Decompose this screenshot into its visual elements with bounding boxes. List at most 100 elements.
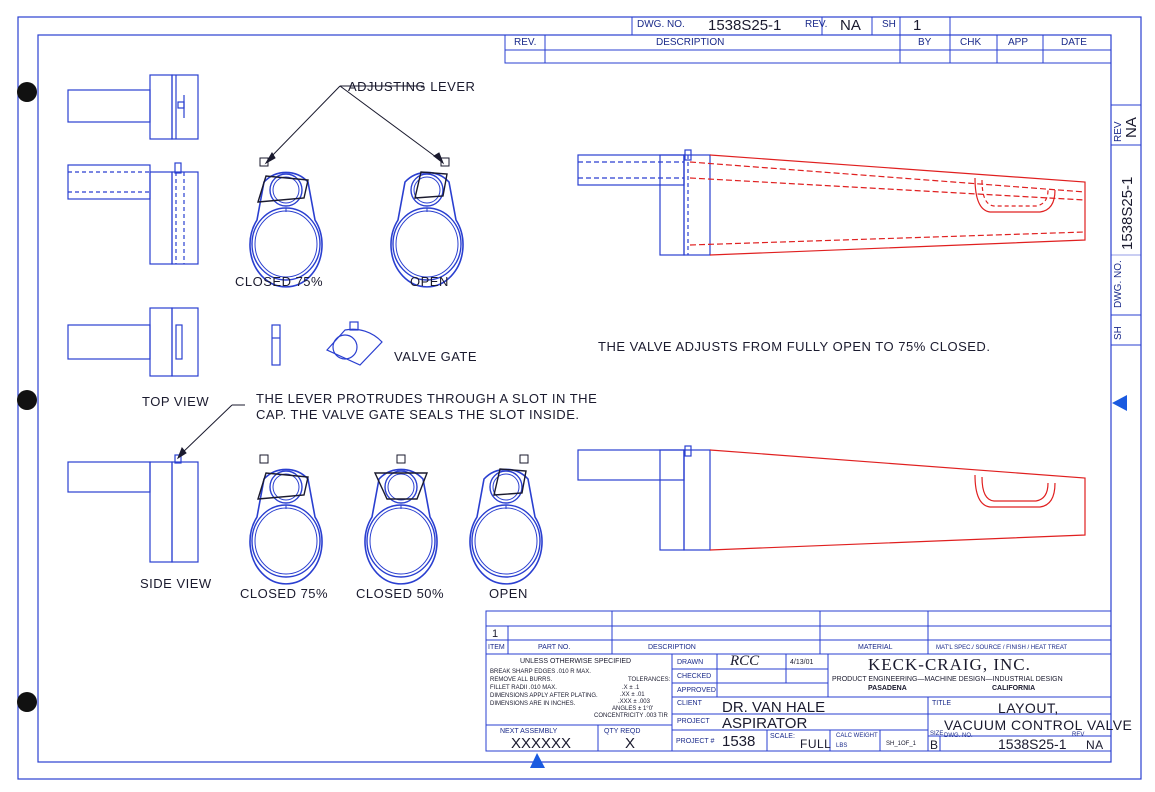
- tb-client-label: CLIENT: [677, 700, 702, 707]
- tb-dwg-no: 1538S25-1: [998, 736, 1067, 752]
- tb-material-label: MATERIAL: [858, 644, 893, 651]
- tb-city: PASADENA: [868, 685, 907, 692]
- tb-company-tagline: PRODUCT ENGINEERING—MACHINE DESIGN—INDUS…: [832, 676, 1063, 683]
- closed-50-drawing: [364, 454, 438, 585]
- header-dwg-no-label: DWG. NO.: [637, 19, 685, 30]
- side-dwg-no-label: DWG. NO.: [1113, 260, 1124, 308]
- label-valve-note: THE VALVE ADJUSTS FROM FULLY OPEN TO 75%…: [598, 339, 991, 354]
- tb-dwg-no-label: DWG. NO.: [944, 733, 973, 739]
- header-sheet: 1: [913, 17, 922, 34]
- closed-75-bottom-drawing: [249, 454, 323, 585]
- rev-col-rev: REV.: [514, 37, 537, 48]
- tb-tolerances-label: TOLERANCES:: [628, 677, 671, 683]
- tb-qty: X: [625, 735, 636, 752]
- rev-col-date: DATE: [1061, 37, 1087, 48]
- tb-project-label: PROJECT: [677, 718, 710, 725]
- open-top-drawing: [390, 157, 464, 288]
- tb-client: DR. VAN HALE: [722, 699, 826, 716]
- tb-drawn-label: DRAWN: [677, 659, 704, 666]
- slot-leader: [176, 404, 245, 460]
- side-rev: NA: [1123, 117, 1140, 138]
- tb-size: B: [930, 738, 939, 752]
- tb-note-4: DIMENSIONS APPLY AFTER PLATING.: [490, 693, 598, 699]
- tb-lbs-label: LBS: [836, 743, 848, 749]
- valve-assembly-lower: [577, 445, 1086, 551]
- label-lever-note-1: THE LEVER PROTRUDES THROUGH A SLOT IN TH…: [256, 391, 598, 406]
- tb-tol-4: ANGLES ± 1°0': [612, 706, 654, 712]
- tb-scale-label: SCALE:: [770, 733, 795, 740]
- label-closed-75-bottom: CLOSED 75%: [240, 586, 329, 601]
- tb-project: ASPIRATOR: [722, 715, 808, 732]
- tb-item-label: ITEM: [488, 644, 505, 651]
- tb-tol-5: CONCENTRICITY .003 TIR: [594, 713, 668, 719]
- label-lever-note-2: CAP. THE VALVE GATE SEALS THE SLOT INSID…: [256, 407, 580, 422]
- tb-tol-3: .XXX ± .003: [618, 699, 650, 705]
- label-top-view: TOP VIEW: [142, 394, 210, 409]
- valve-assembly-upper: [577, 149, 1086, 256]
- tb-title-line2: VACUUM CONTROL VALVE: [944, 717, 1133, 733]
- tb-checked-label: CHECKED: [677, 673, 712, 680]
- rev-col-description: DESCRIPTION: [656, 37, 725, 48]
- tb-title-line1: LAYOUT,: [998, 700, 1059, 716]
- tb-tol-2: .XX ± .01: [620, 692, 645, 698]
- rev-col-by: BY: [918, 37, 932, 48]
- top-view-drawing: [67, 307, 199, 377]
- tb-qty-label: QTY REQD: [604, 728, 641, 735]
- tb-approved-label: APPROVED: [677, 687, 716, 694]
- label-open-bottom: OPEN: [489, 586, 528, 601]
- rev-col-chk: CHK: [960, 37, 982, 48]
- open-bottom-drawing: [469, 454, 543, 585]
- header-rev: NA: [840, 17, 861, 34]
- tb-matl-spec-label: MAT'L SPEC./ SOURCE / FINISH / HEAT TREA…: [936, 645, 1068, 651]
- label-side-view: SIDE VIEW: [140, 576, 212, 591]
- tb-note-2: REMOVE ALL BURRS.: [490, 677, 553, 683]
- side-sh-label: SH: [1113, 326, 1124, 340]
- center-marker-right: [1112, 395, 1127, 411]
- label-open-top: OPEN: [410, 274, 449, 289]
- label-adjusting-lever: ADJUSTING LEVER: [348, 79, 476, 94]
- binder-hole-1: [17, 82, 37, 102]
- tb-calc-weight-label: CALC WEIGHT: [836, 733, 878, 739]
- tb-note-1: BREAK SHARP EDGES .010 R MAX.: [490, 669, 591, 675]
- tb-part-no-label: PART NO.: [538, 644, 571, 651]
- tb-item-no: 1: [492, 628, 499, 640]
- valve-gate-drawing: [271, 321, 383, 366]
- label-valve-gate: VALVE GATE: [394, 349, 478, 364]
- tb-scale: FULL: [800, 737, 832, 751]
- tb-title-label: TITLE: [932, 700, 952, 707]
- tb-drawn-date: 4/13/01: [790, 659, 814, 666]
- side-dwg-no: 1538S25-1: [1119, 176, 1136, 250]
- header-sh-label: SH: [882, 19, 896, 30]
- tb-company: KECK-CRAIG, INC.: [868, 655, 1031, 674]
- side-view-drawing: [67, 454, 199, 563]
- binder-hole-2: [17, 390, 37, 410]
- tb-rev: NA: [1086, 738, 1104, 752]
- tb-state: CALIFORNIA: [992, 685, 1036, 692]
- binder-hole-3: [17, 692, 37, 712]
- tb-next-assembly: XXXXXX: [511, 735, 572, 752]
- tb-note-5: DIMENSIONS ARE IN INCHES.: [490, 701, 576, 707]
- title-block-grid: [485, 610, 1112, 752]
- center-marker-bottom: [530, 753, 545, 768]
- tb-note-3: FILLET RADII .010 MAX.: [490, 685, 557, 691]
- tb-description-label: DESCRIPTION: [648, 644, 696, 651]
- label-closed-75-top: CLOSED 75%: [235, 274, 324, 289]
- tb-size-label: SIZE: [930, 731, 944, 737]
- rev-col-app: APP: [1008, 37, 1029, 48]
- closed-75-top-drawing: [249, 157, 323, 288]
- tb-sheet-of: SH_1OF_1: [886, 741, 917, 747]
- tb-project-no: 1538: [722, 733, 756, 750]
- part-view-top-1: [67, 74, 199, 140]
- part-view-top-2: [67, 162, 199, 265]
- tb-project-no-label: PROJECT #: [676, 738, 715, 745]
- tb-rev-label: REV: [1072, 732, 1085, 738]
- tb-drawn-by: RCC: [730, 653, 760, 669]
- tb-notes-heading: UNLESS OTHERWISE SPECIFIED: [520, 658, 632, 665]
- adjusting-lever-leaders: [264, 85, 445, 165]
- header-dwg-no: 1538S25-1: [708, 17, 782, 34]
- tb-next-assembly-label: NEXT ASSEMBLY: [500, 728, 558, 735]
- tb-tol-1: .X ± .1: [622, 685, 640, 691]
- header-rev-label: REV.: [805, 19, 828, 30]
- label-closed-50: CLOSED 50%: [356, 586, 445, 601]
